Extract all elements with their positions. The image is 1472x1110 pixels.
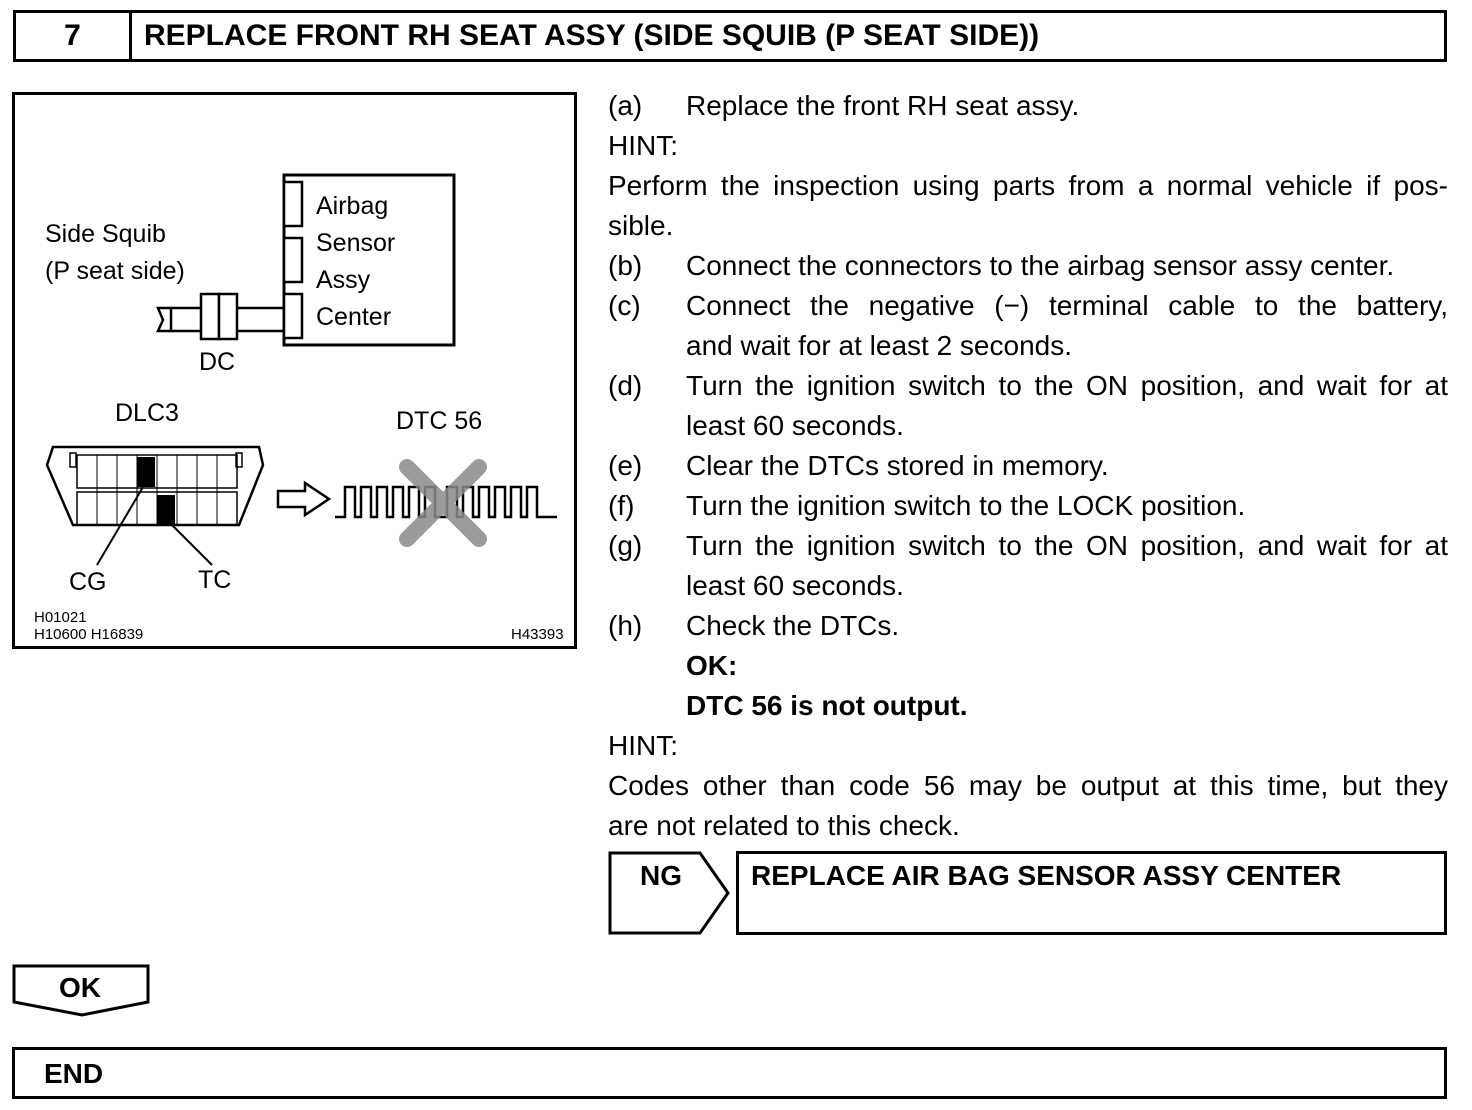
step-c-text-2: and wait for at least 2 seconds. [686,330,1072,361]
dtc-waveform [335,485,557,519]
step-title: REPLACE FRONT RH SEAT ASSY (SIDE SQUIB (… [144,19,1040,52]
squib-plug [156,306,173,333]
tc-label: TC [198,566,232,594]
squib-label-2: (P seat side) [45,257,185,285]
figure-code-right: H43393 [511,626,564,643]
step-e-letter: (e) [608,450,643,481]
step-g-text-2: least 60 seconds. [686,570,904,601]
cg-label: CG [69,568,107,596]
step-c-text-1: Connect the negative (−) terminal cable … [686,290,1448,321]
ng-action-text: REPLACE AIR BAG SENSOR ASSY CENTER [751,860,1342,891]
step-e-text: Clear the DTCs stored in memory. [686,450,1109,481]
wiring-figure: Side Squib (P seat side) Airbag Sensor A… [12,92,577,649]
hint-label: HINT: [608,130,678,161]
ng-arrow-box [608,851,730,935]
tc-leader [166,519,213,566]
sensor-terminal-2 [282,236,304,284]
airbag-label-1: Airbag [316,192,389,220]
dc-label: DC [199,348,236,376]
tc-terminal [157,495,175,525]
hint-text-4: are not related to this check. [608,810,960,841]
figure-code-2: H10600 H16839 [34,626,144,643]
sensor-terminal-1 [282,180,304,228]
figure-code-1: H01021 [34,609,87,626]
step-d-letter: (d) [608,370,643,401]
sensor-terminal-3 [282,292,304,340]
step-a-text: Replace the front RH seat assy. [686,90,1080,121]
step-f-letter: (f) [608,490,635,521]
hint-text-2: sible. [608,210,674,241]
squib-label-1: Side Squib [45,220,166,248]
airbag-label-4: Center [316,303,392,331]
step-a-letter: (a) [608,90,643,121]
ng-action-box: REPLACE AIR BAG SENSOR ASSY CENTER [736,851,1447,935]
step-b-text: Connect the connectors to the airbag sen… [686,250,1395,281]
step-h-letter: (h) [608,610,643,641]
step-g-text-1: Turn the ignition switch to the ON posit… [686,530,1448,561]
airbag-label-3: Assy [316,266,371,294]
cross-out-mark [399,459,487,547]
dc-connector-right [217,292,239,341]
hint-text-3: Codes other than code 56 may be output a… [608,770,1448,801]
step-number: 7 [16,13,132,59]
dlc3-label: DLC3 [115,399,179,427]
end-label: END [44,1058,104,1089]
step-b-letter: (b) [608,250,643,281]
step-h-text: Check the DTCs. [686,610,900,641]
step-d-text-1: Turn the ignition switch to the ON posit… [686,370,1448,401]
ok-arrow-box [12,964,150,1017]
step-c-letter: (c) [608,290,641,321]
airbag-label-2: Sensor [316,229,396,257]
dc-connector-left [199,292,221,341]
ok-label: OK [59,972,101,1003]
cg-leader [96,486,144,566]
ng-label: NG [640,860,682,891]
step-g-letter: (g) [608,530,643,561]
step-d-text-2: least 60 seconds. [686,410,904,441]
step-f-text: Turn the ignition switch to the LOCK pos… [686,490,1246,521]
figure-drawing [45,173,557,566]
hint-label-2: HINT: [608,730,678,761]
end-box: END [12,1047,1447,1099]
dtc-label: DTC 56 [396,407,483,435]
cg-terminal [137,457,155,487]
ok-criteria-label: OK: [686,650,738,681]
output-arrow [276,480,332,518]
step-header: 7 REPLACE FRONT RH SEAT ASSY (SIDE SQUIB… [13,10,1447,62]
ok-criteria-text: DTC 56 is not output. [686,690,968,721]
hint-text-1: Perform the inspection using parts from … [608,170,1448,201]
